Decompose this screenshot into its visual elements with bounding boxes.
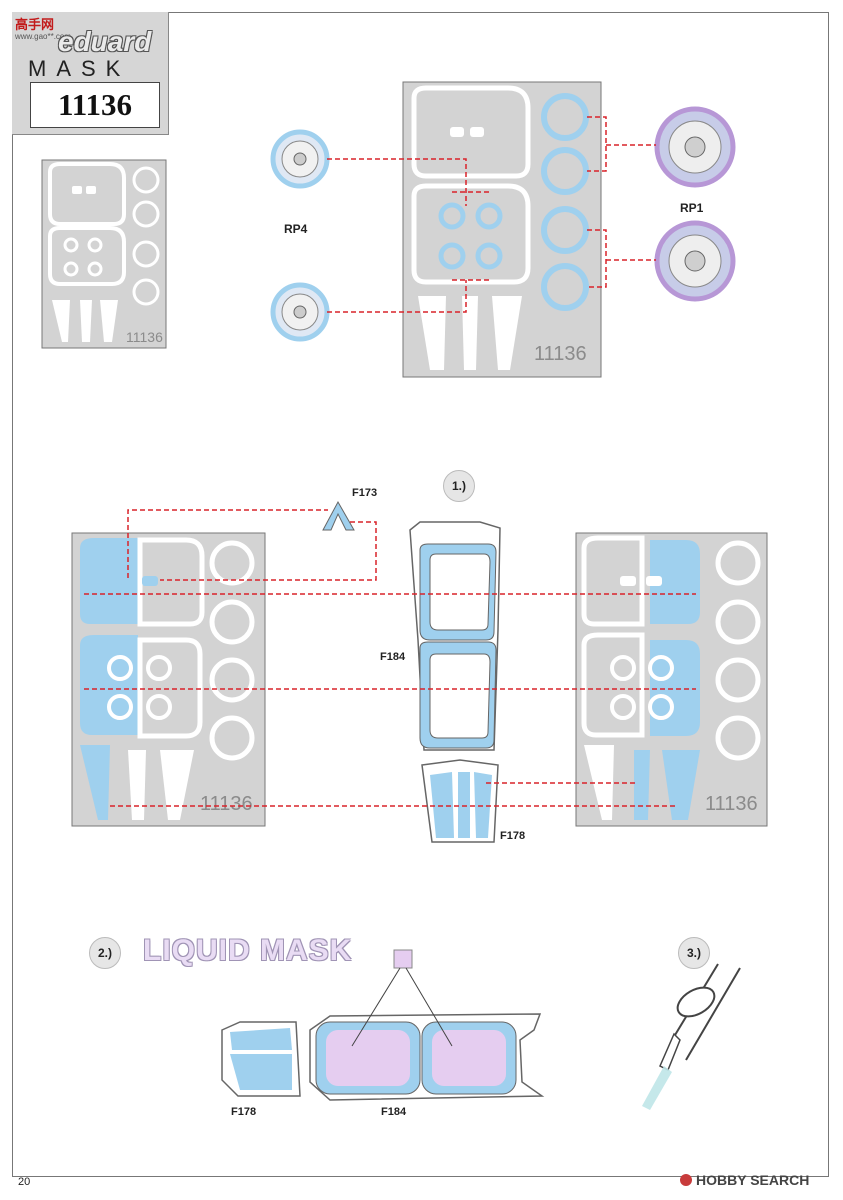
large-top-sheet-number: 11136 — [534, 343, 587, 365]
step-2-badge: 2.) — [89, 937, 121, 969]
liquid-mask-title: LIQUID MASK — [143, 934, 353, 967]
brand-logo: 高手网 www.gao**.com eduard MASK 11136 — [12, 12, 169, 135]
mask-sheet-small: 11136 — [41, 159, 167, 349]
label-f184-bottom: F184 — [381, 1106, 407, 1118]
liquid-mask-f184 — [309, 949, 545, 1101]
label-f178: F178 — [500, 830, 526, 842]
liquid-swatch — [393, 949, 413, 969]
page-number: 20 — [18, 1176, 31, 1188]
label-f173: F173 — [352, 487, 378, 499]
wheel-rp1-bottom — [654, 220, 736, 302]
leader-lines-top — [327, 116, 656, 313]
step-3-badge: 3.) — [678, 937, 710, 969]
label-rp4: RP4 — [284, 222, 308, 236]
mask-sheet-step1-right: 11136 — [575, 532, 768, 827]
canopy-part — [409, 521, 501, 843]
kit-number: 11136 — [30, 82, 160, 128]
step1-right-sheet-number: 11136 — [705, 793, 758, 815]
small-sheet-number: 11136 — [126, 329, 163, 345]
step1-left-sheet-number: 11136 — [200, 793, 253, 815]
brand-name: eduard — [58, 26, 152, 57]
page-frame — [12, 12, 829, 1177]
watermark-url: www.gao**.com — [15, 32, 72, 41]
mask-sheet-step1-left: 11136 — [71, 532, 266, 827]
label-f178-bottom: F178 — [231, 1106, 257, 1118]
step-1-badge: 1.) — [443, 470, 475, 502]
mask-sheet-large-top: 11136 — [402, 81, 602, 378]
footer-credit: HOBBY SEARCH — [680, 1172, 809, 1188]
product-name: MASK — [28, 56, 131, 81]
leader-lines-step1 — [84, 509, 696, 807]
label-f184: F184 — [380, 651, 406, 663]
wheel-rp4-top — [270, 129, 330, 189]
watermark-chars: 高手网 — [15, 17, 55, 32]
wheel-rp1-top — [654, 106, 736, 188]
label-rp1: RP1 — [680, 201, 704, 215]
liquid-mask-f178 — [221, 1021, 301, 1097]
f173-part — [322, 500, 355, 531]
footer-credit-text: HOBBY SEARCH — [696, 1172, 810, 1188]
hobby-search-logo-icon — [680, 1174, 692, 1186]
watermark-text: 高手网 — [15, 14, 54, 33]
airbrush-icon — [642, 963, 741, 1110]
wheel-rp4-bottom — [270, 282, 330, 342]
